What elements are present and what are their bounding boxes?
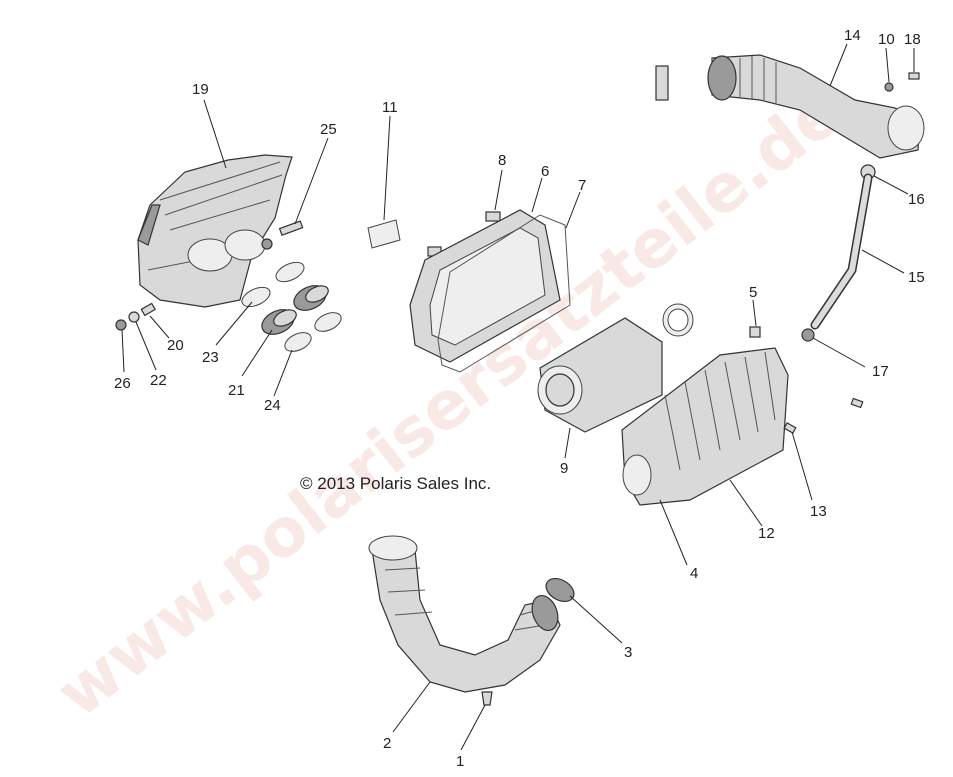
part-5-clip[interactable] <box>749 326 761 338</box>
part-4-airbox-base[interactable] <box>621 347 789 506</box>
part-21-intake-boot[interactable] <box>258 281 331 339</box>
callout-5: 5 <box>749 284 757 301</box>
callout-21: 21 <box>228 382 245 399</box>
part-20-stud[interactable] <box>140 302 157 317</box>
callout-4: 4 <box>690 565 698 582</box>
callout-6: 6 <box>541 163 549 180</box>
callout-19: 19 <box>192 81 209 98</box>
part-3-clamp[interactable] <box>542 574 578 606</box>
part-15-drain-hose[interactable] <box>810 173 873 330</box>
callout-15: 15 <box>908 269 925 286</box>
callout-2: 2 <box>383 735 391 752</box>
part-25-bolt[interactable] <box>278 220 304 236</box>
part-17-clamp[interactable] <box>801 328 815 342</box>
part-24-clamp[interactable] <box>282 309 344 355</box>
callout-13: 13 <box>810 503 827 520</box>
part-26-nut[interactable] <box>115 319 127 331</box>
copyright-notice: © 2013 Polaris Sales Inc. <box>300 474 491 493</box>
part-19-airbox-cover[interactable] <box>137 154 293 308</box>
callout-20: 20 <box>167 337 184 354</box>
callout-23: 23 <box>202 349 219 366</box>
part-seal-ring[interactable] <box>662 303 694 337</box>
leader-lines <box>121 43 915 751</box>
part-14-intake-tube[interactable] <box>707 54 925 159</box>
callout-8: 8 <box>498 152 506 169</box>
callout-9: 9 <box>560 460 568 477</box>
part-screw-loose[interactable] <box>850 397 864 409</box>
part-9-air-filter[interactable] <box>537 317 663 433</box>
callout-10: 10 <box>878 31 895 48</box>
part-nut-small[interactable] <box>261 238 273 250</box>
part-1-push-pin[interactable] <box>481 691 493 706</box>
callout-7: 7 <box>578 177 586 194</box>
part-7-seal[interactable] <box>437 214 571 373</box>
callout-26: 26 <box>114 375 131 392</box>
callout-3: 3 <box>624 644 632 661</box>
part-clamp-top[interactable] <box>655 65 669 101</box>
part-13-screw[interactable] <box>783 422 797 434</box>
callout-11: 11 <box>382 99 398 116</box>
callout-14: 14 <box>844 27 861 44</box>
part-11-decal[interactable] <box>367 219 401 249</box>
part-2-intake-duct[interactable] <box>368 535 562 693</box>
part-23-clamp[interactable] <box>239 258 307 310</box>
callout-24: 24 <box>264 397 281 414</box>
callout-18: 18 <box>904 31 921 48</box>
callout-labels: 1 2 3 4 5 6 7 8 9 10 11 12 13 14 15 16 1… <box>114 27 925 770</box>
callout-12: 12 <box>758 525 775 542</box>
part-22-washer[interactable] <box>128 311 140 323</box>
part-10-grommet[interactable] <box>884 82 894 92</box>
part-18-screw[interactable] <box>908 72 920 80</box>
callout-22: 22 <box>150 372 167 389</box>
callout-17: 17 <box>872 363 889 380</box>
callout-1: 1 <box>456 753 464 770</box>
callout-16: 16 <box>908 191 925 208</box>
callout-25: 25 <box>320 121 337 138</box>
part-6-filter-frame[interactable] <box>409 209 561 363</box>
